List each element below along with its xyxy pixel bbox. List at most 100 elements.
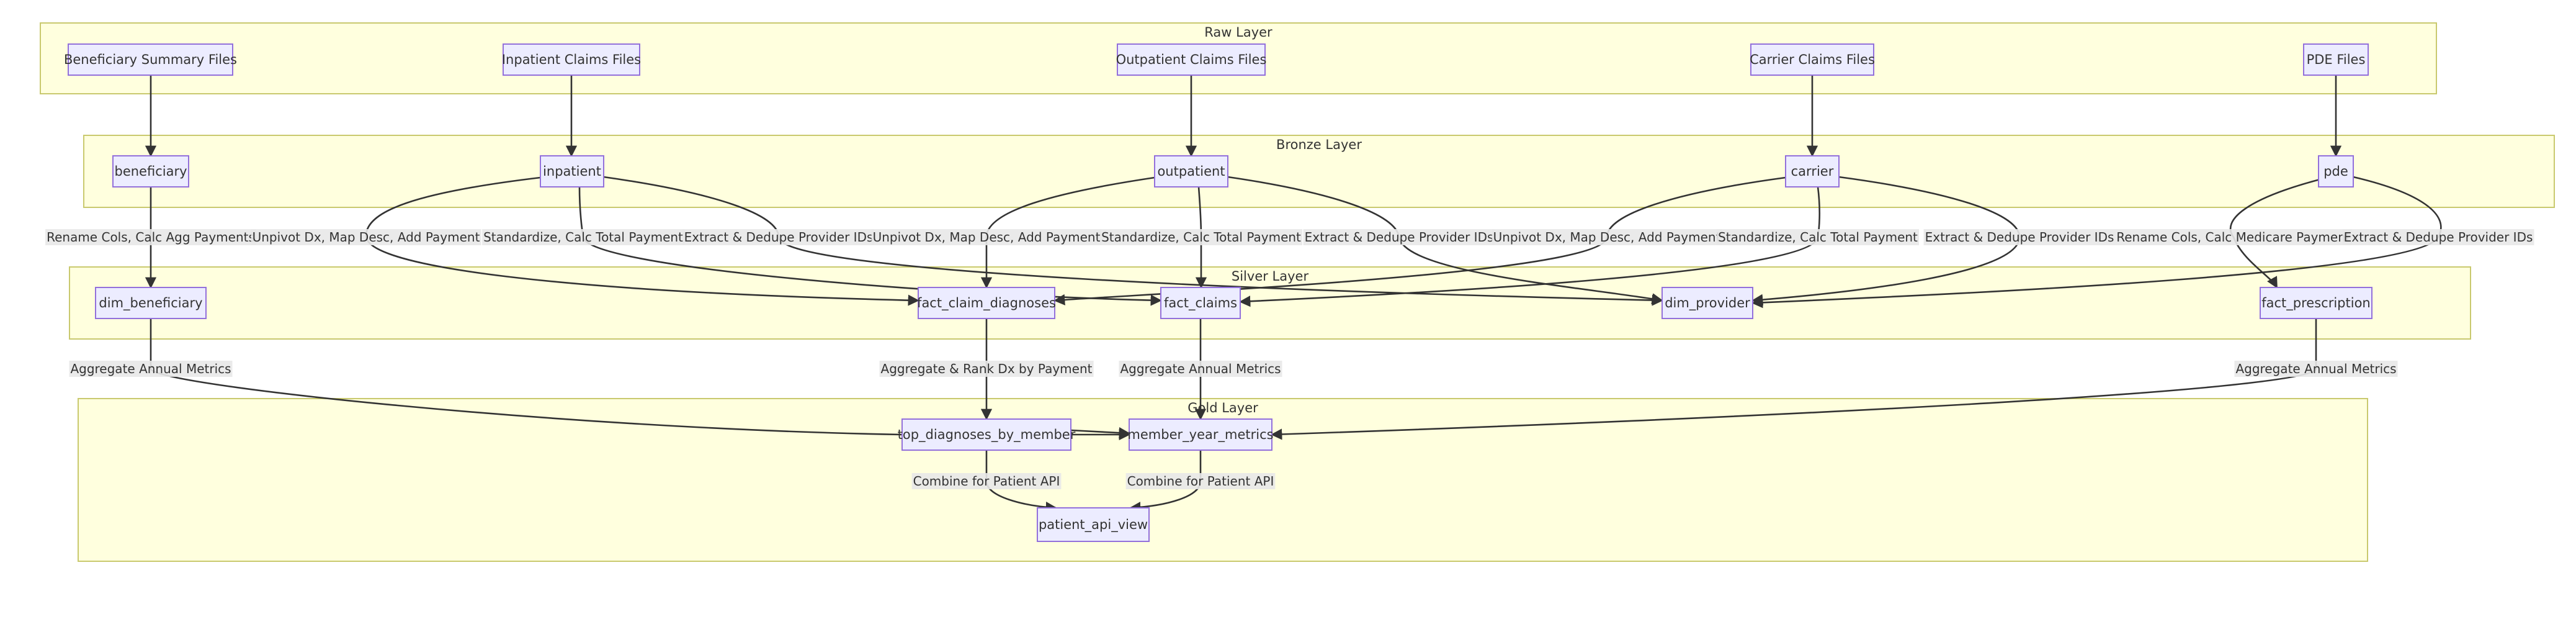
edge-carrier-to-fact_claims [1239, 186, 1821, 307]
node-fact-claim-diagnoses-box [918, 287, 1055, 319]
node-dim-provider-box [1661, 287, 1753, 319]
edge-label-background [2342, 229, 2534, 245]
node-outpatient-claims-files-box [1117, 43, 1266, 76]
layer-raw-title: Raw Layer [1204, 25, 1272, 40]
node-member-year-metrics-label: member_year_metrics [1127, 427, 1273, 443]
edge-label-outpatient-to-fact_claims: Standardize, Calc Total Payment [1100, 229, 1303, 245]
node-beneficiary-label: beneficiary [114, 164, 187, 179]
node-fact-claims-box [1160, 287, 1241, 319]
edge-label-background [45, 229, 256, 245]
edge-pde-to-dim_provider [1751, 176, 2442, 309]
edge-label-background [251, 229, 481, 245]
node-dim-provider-label: dim_provider [1665, 296, 1750, 311]
node-beneficiary-summary-files-label: Beneficiary Summary Files [64, 52, 237, 67]
node-pde-label: pde [2323, 164, 2348, 179]
node-inpatient-claims-files: Inpatient Claims Files [502, 43, 641, 76]
node-pde-box [2318, 155, 2354, 187]
node-beneficiary-summary-files: Beneficiary Summary Files [64, 43, 237, 76]
edge-label-background [1491, 229, 1722, 245]
node-top-diagnoses-by-member-box [901, 418, 1071, 451]
node-dim-beneficiary-label: dim_beneficiary [99, 296, 202, 311]
edge-label-inpatient-to-fact_claim_diagnoses: Unpivot Dx, Map Desc, Add Payment [251, 229, 481, 245]
layer-silver: Silver Layer [69, 266, 2471, 340]
edge-label-background [879, 361, 1094, 377]
node-carrier-claims-files-label: Carrier Claims Files [1750, 52, 1875, 67]
edge-label-text: Extract & Dedupe Provider IDs [2344, 230, 2533, 245]
edge-label-text: Unpivot Dx, Map Desc, Add Payment [873, 230, 1101, 245]
edge-label-pde-to-fact_prescription: Rename Cols, Calc Medicare Payment [2115, 229, 2352, 245]
edge-label-member_year_metrics-to-patient_api_view: Combine for Patient API [1125, 473, 1276, 489]
edge-label-beneficiary-to-dim_beneficiary: Rename Cols, Calc Agg Payments [45, 229, 256, 245]
node-pde: pde [2318, 155, 2354, 187]
node-top-diagnoses-by-member-label: top_diagnoses_by_member [898, 427, 1076, 443]
edge-label-background [1119, 361, 1282, 377]
node-fact-prescription: fact_prescription [2260, 287, 2373, 319]
edge-label-carrier-to-dim_provider: Extract & Dedupe Provider IDs [1923, 229, 2116, 245]
node-outpatient: outpatient [1154, 155, 1228, 187]
edge-label-text: Extract & Dedupe Provider IDs [1305, 230, 1494, 245]
layer-silver-title: Silver Layer [1232, 269, 1309, 284]
layer-gold-title: Gold Layer [1187, 400, 1258, 415]
edge-label-text: Aggregate Annual Metrics [70, 361, 231, 376]
node-beneficiary-box [112, 155, 189, 187]
edge-label-dim_beneficiary-to-member_year_metrics: Aggregate Annual Metrics [69, 361, 233, 377]
node-fact-claim-diagnoses-label: fact_claim_diagnoses [917, 296, 1056, 311]
node-dim-beneficiary-box [95, 287, 207, 319]
edge-label-text: Extract & Dedupe Provider IDs [1925, 230, 2114, 245]
edge-inpatient-to-fact_claim_diagnoses [365, 176, 919, 306]
node-pde-files-label: PDE Files [2307, 52, 2366, 67]
edge-label-text: Rename Cols, Calc Agg Payments [47, 230, 255, 245]
node-dim-provider: dim_provider [1661, 287, 1753, 319]
layer-bronze: Bronze Layer [83, 135, 2555, 208]
node-carrier-box [1785, 155, 1840, 187]
edge-label-background [1303, 229, 1495, 245]
node-member-year-metrics: member_year_metrics [1127, 418, 1274, 451]
node-carrier-claims-files: Carrier Claims Files [1750, 43, 1875, 76]
edge-label-fact_claim_diagnoses-to-top_diagnoses_by_member: Aggregate & Rank Dx by Payment [879, 361, 1094, 377]
edge-label-outpatient-to-dim_provider: Extract & Dedupe Provider IDs [1303, 229, 1495, 245]
edge-label-fact_claims-to-member_year_metrics: Aggregate Annual Metrics [1119, 361, 1282, 377]
node-fact-prescription-label: fact_prescription [2261, 296, 2370, 311]
node-inpatient-claims-files-label: Inpatient Claims Files [502, 52, 641, 67]
node-beneficiary: beneficiary [112, 155, 189, 187]
edge-label-text: Unpivot Dx, Map Desc, Add Payment [253, 230, 480, 245]
edge-label-text: Aggregate Annual Metrics [1120, 361, 1281, 376]
node-fact-prescription-box [2260, 287, 2373, 319]
edge-label-inpatient-to-fact_claims: Standardize, Calc Total Payment [482, 229, 685, 245]
edge-label-text: Standardize, Calc Total Payment [1718, 230, 1918, 245]
edge-label-carrier-to-fact_claims: Standardize, Calc Total Payment [1717, 229, 1920, 245]
edge-label-text: Unpivot Dx, Map Desc, Add Payment [1493, 230, 1721, 245]
node-patient-api-view: patient_api_view [1037, 507, 1150, 542]
node-top-diagnoses-by-member: top_diagnoses_by_member [898, 418, 1076, 451]
node-beneficiary-summary-files-box [68, 43, 233, 76]
node-pde-files-box [2303, 43, 2369, 76]
node-patient-api-view-label: patient_api_view [1039, 517, 1148, 533]
edge-label-top_diagnoses_by_member-to-patient_api_view: Combine for Patient API [911, 473, 1062, 489]
edge-label-background [1717, 229, 1920, 245]
node-inpatient-label: inpatient [543, 164, 601, 179]
edge-label-text: Combine for Patient API [913, 474, 1060, 489]
edge-label-background [2115, 229, 2352, 245]
layer-bronze-box [83, 135, 2555, 208]
node-inpatient: inpatient [540, 155, 604, 187]
edge-label-outpatient-to-fact_claim_diagnoses: Unpivot Dx, Map Desc, Add Payment [871, 229, 1102, 245]
edge-label-carrier-to-fact_claim_diagnoses: Unpivot Dx, Map Desc, Add Payment [1491, 229, 1722, 245]
edge-label-text: Combine for Patient API [1127, 474, 1274, 489]
edge-label-background [2234, 361, 2398, 377]
node-outpatient-claims-files-label: Outpatient Claims Files [1116, 52, 1267, 67]
edge-label-background [69, 361, 233, 377]
node-outpatient-label: outpatient [1157, 164, 1225, 179]
node-pde-files: PDE Files [2303, 43, 2369, 76]
edge-label-text: Standardize, Calc Total Payment [483, 230, 683, 245]
edge-label-pde-to-dim_provider: Extract & Dedupe Provider IDs [2342, 229, 2534, 245]
edge-label-background [1125, 473, 1276, 489]
edge-label-text: Rename Cols, Calc Medicare Payment [2116, 230, 2351, 245]
edge-label-background [482, 229, 685, 245]
edge-label-text: Extract & Dedupe Provider IDs [684, 230, 874, 245]
edge-label-background [911, 473, 1062, 489]
node-outpatient-claims-files: Outpatient Claims Files [1116, 43, 1267, 76]
edge-label-background [1923, 229, 2116, 245]
node-carrier-label: carrier [1791, 164, 1834, 179]
edge-label-fact_prescription-to-member_year_metrics: Aggregate Annual Metrics [2234, 361, 2398, 377]
